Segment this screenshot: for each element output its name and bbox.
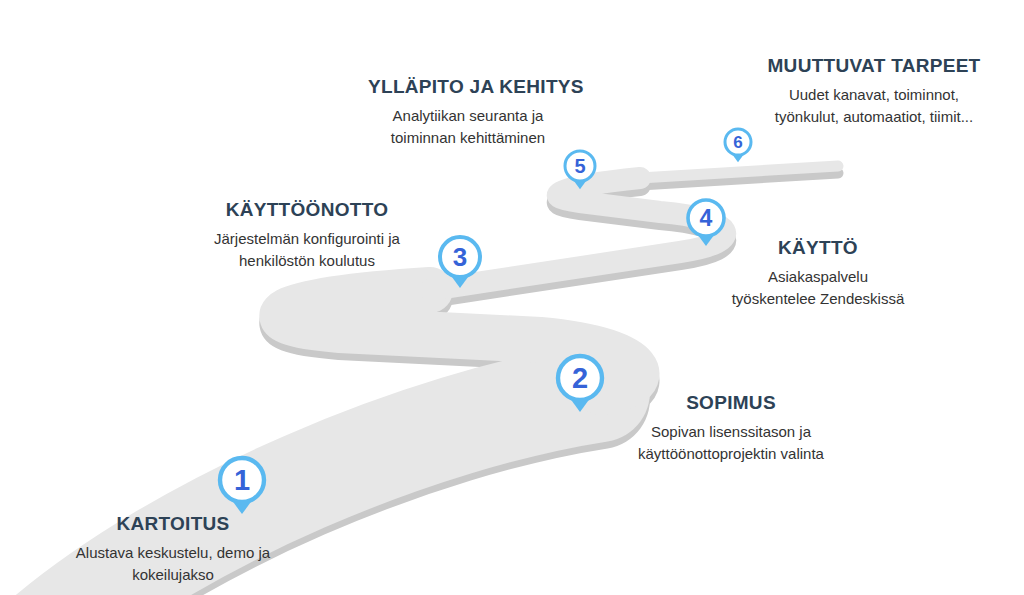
road-shadow <box>40 173 838 595</box>
callout-number: 4 <box>700 207 713 230</box>
road <box>40 166 838 595</box>
pin-marker <box>688 200 724 246</box>
pin-marker <box>220 458 264 514</box>
pin-circle <box>220 458 264 502</box>
stage-heading: YLLÄPITO JA KEHITYS <box>368 75 568 99</box>
pin-marker <box>565 151 595 189</box>
stage-description: Alustava keskustelu, demo ja kokeilujaks… <box>66 542 281 586</box>
stage-description: Uudet kanavat, toiminnot, työnkulut, aut… <box>759 84 989 128</box>
stage-heading: MUUTTUVAT TARPEET <box>759 54 989 78</box>
stage-heading: KARTOITUS <box>66 512 281 536</box>
stage-text-group: YLLÄPITO JA KEHITYS Analytiikan seuranta … <box>368 75 568 149</box>
stage-description: Sopivan lisenssitason ja käyttöönottopro… <box>619 421 844 465</box>
stage-text-group: KÄYTTÖ Asiakaspalvelu työskentelee Zendes… <box>726 236 911 310</box>
stage-description: Järjestelmän konfigurointi ja henkilöstö… <box>195 228 420 272</box>
pin-marker <box>440 237 480 288</box>
stage-heading: KÄYTTÖ <box>726 236 911 260</box>
callout-number: 1 <box>234 466 250 495</box>
pin-marker <box>558 356 602 412</box>
pin-circle <box>688 200 724 236</box>
callout-number: 3 <box>453 244 467 270</box>
callout-number: 6 <box>733 134 742 151</box>
stage-text-group: MUUTTUVAT TARPEET Uudet kanavat, toiminno… <box>759 54 989 128</box>
pin-circle <box>440 237 480 277</box>
stage-text-group: KÄYTTÖÖNOTTO Järjestelmän konfigurointi j… <box>195 198 420 272</box>
callout-number: 2 <box>572 364 588 393</box>
stage-heading: KÄYTTÖÖNOTTO <box>195 198 420 222</box>
pin-circle <box>558 356 602 400</box>
pin-circle <box>565 151 595 181</box>
stage-description: Analytiikan seuranta ja toiminnan kehitt… <box>368 105 568 149</box>
stage-heading: SOPIMUS <box>619 391 844 415</box>
stage-text-group: KARTOITUS Alustava keskustelu, demo ja ko… <box>66 512 281 586</box>
pin-circle <box>725 129 751 155</box>
pin-marker <box>725 129 751 162</box>
callout-number: 5 <box>574 156 585 176</box>
stage-text-group: SOPIMUS Sopivan lisenssitason ja käyttöön… <box>619 391 844 465</box>
stage-description: Asiakaspalvelu työskentelee Zendeskissä <box>726 266 911 310</box>
